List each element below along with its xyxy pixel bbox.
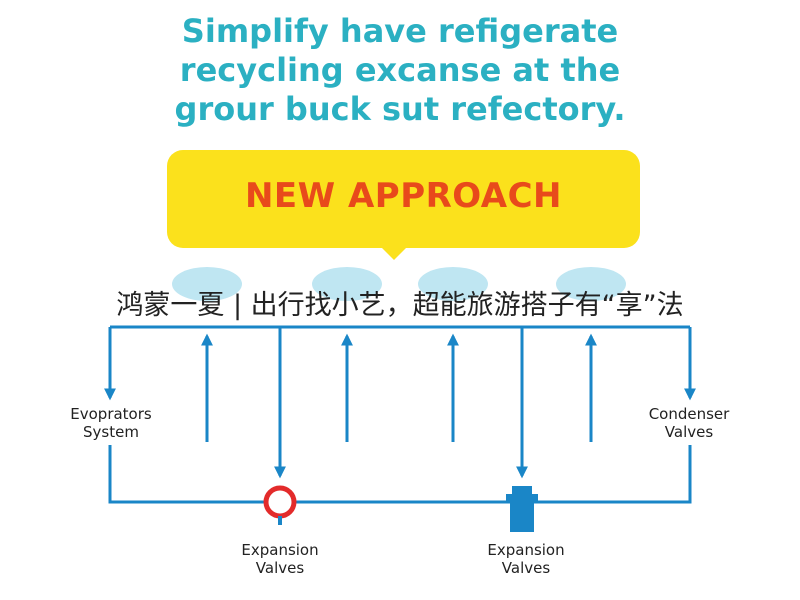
banner-pointer: [380, 246, 408, 260]
label-expansion-valves-right: Expansion Valves: [461, 541, 591, 577]
label-condenser-line-2: Valves: [664, 423, 714, 441]
node-bubble-1: [172, 267, 242, 301]
plug-valve-icon: [506, 486, 538, 532]
node-bubbles: [172, 267, 626, 301]
label-evaporators-line-2: System: [83, 423, 139, 441]
new-approach-banner: NEW APPROACH: [167, 150, 640, 248]
label-condenser-valves: Condenser Valves: [624, 405, 754, 441]
label-evaporators-line-1: Evoprators: [70, 405, 152, 423]
node-bubble-4: [556, 267, 626, 301]
label-evaporators-system: Evoprators System: [46, 405, 176, 441]
bottom-loop-pipe: [108, 445, 692, 504]
label-expansion-right-line-2: Valves: [501, 559, 551, 577]
overlay-caption: 鸿蒙一夏 | 出行找小艺，超能旅游搭子有“享”法: [116, 290, 684, 321]
node-bubble-2: [312, 267, 382, 301]
headline: Simplify have refigerate recycling excan…: [100, 12, 700, 129]
headline-line-3: grour buck sut refectory.: [174, 90, 626, 128]
headline-line-1: Simplify have refigerate: [181, 12, 619, 50]
label-expansion-left-line-1: Expansion: [241, 541, 319, 559]
label-condenser-line-1: Condenser: [648, 405, 730, 423]
banner-title: NEW APPROACH: [244, 176, 563, 216]
label-expansion-left-line-2: Valves: [255, 559, 305, 577]
label-expansion-right-line-1: Expansion: [487, 541, 565, 559]
label-expansion-valves-left: Expansion Valves: [215, 541, 345, 577]
ring-valve-icon: [263, 485, 297, 525]
headline-line-2: recycling excanse at the: [179, 51, 621, 89]
node-bubble-3: [418, 267, 488, 301]
